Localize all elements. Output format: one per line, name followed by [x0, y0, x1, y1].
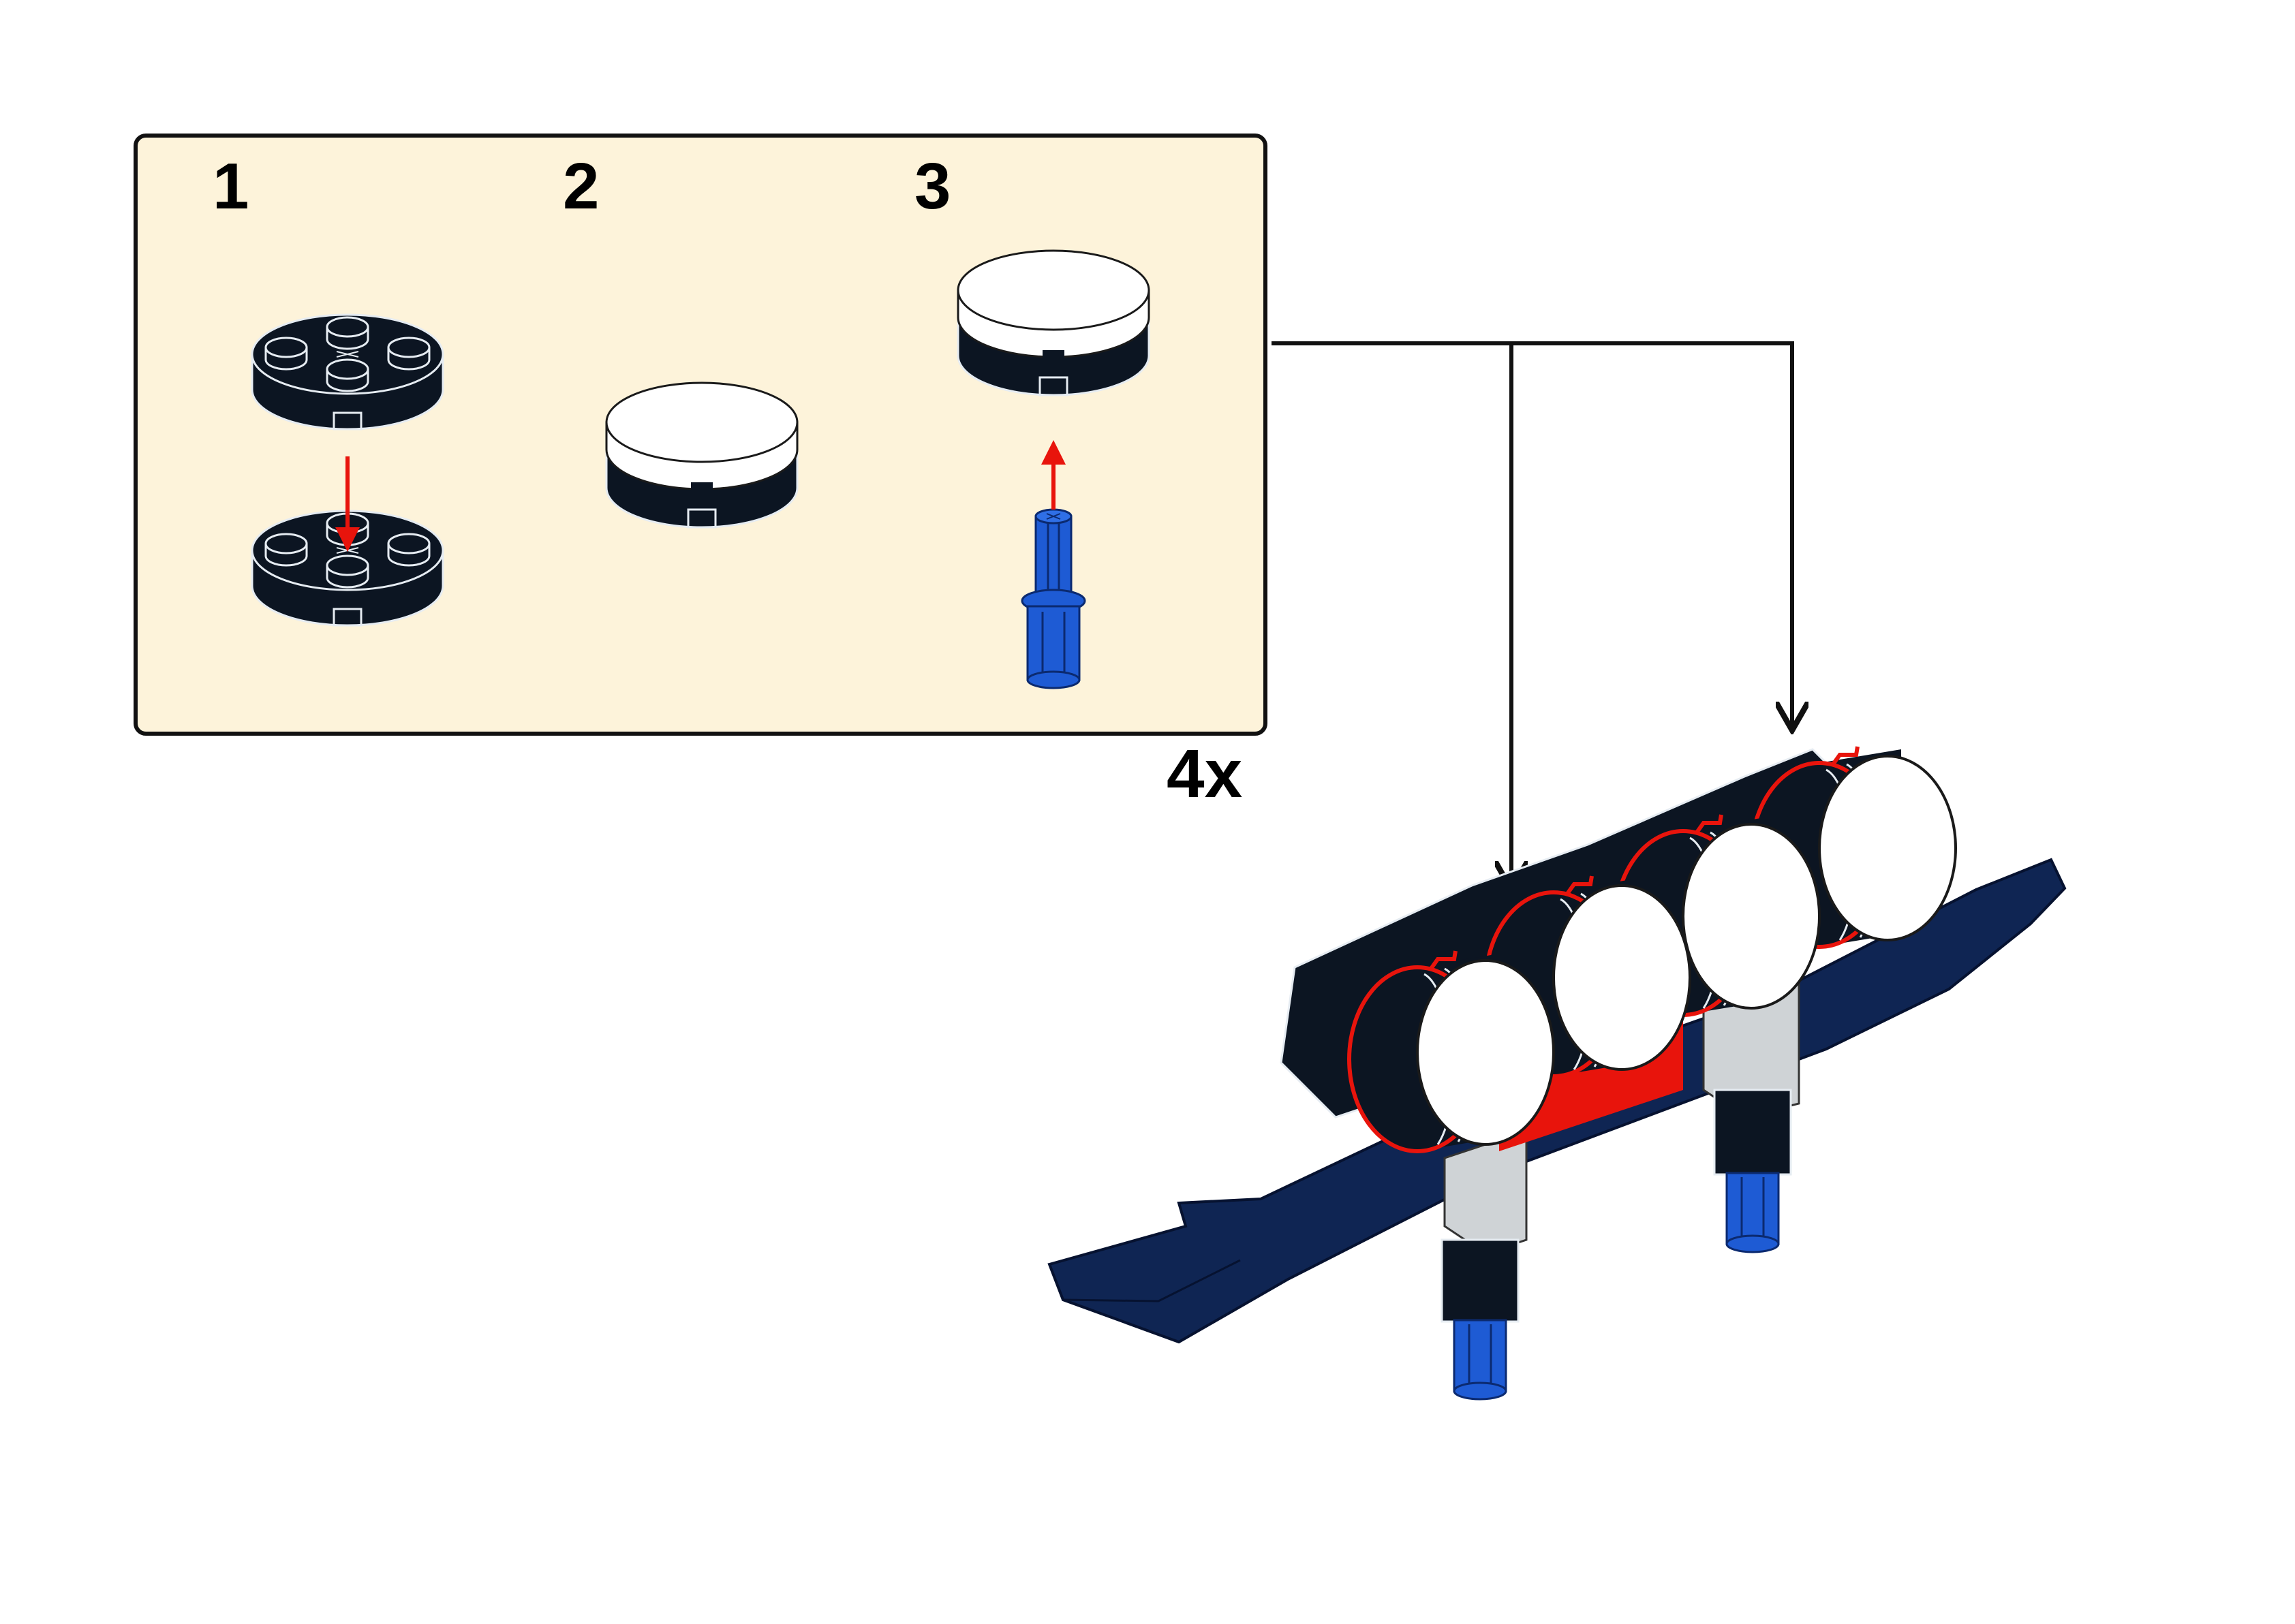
round-tile-2x2-icon — [1349, 951, 1554, 1151]
axle-pin-icon — [1021, 508, 1086, 689]
main-model — [1047, 747, 2067, 1401]
step-number-1: 1 — [213, 150, 249, 223]
round-plate-2x2-icon — [251, 313, 444, 431]
quantity-multiplier: 4x — [1167, 736, 1243, 812]
placement-line — [1272, 341, 1792, 726]
round-tile-2x2-icon — [605, 381, 799, 529]
round-tile-2x2-icon — [957, 249, 1150, 396]
step-number-2: 2 — [563, 150, 600, 223]
step-number-3: 3 — [914, 150, 951, 223]
